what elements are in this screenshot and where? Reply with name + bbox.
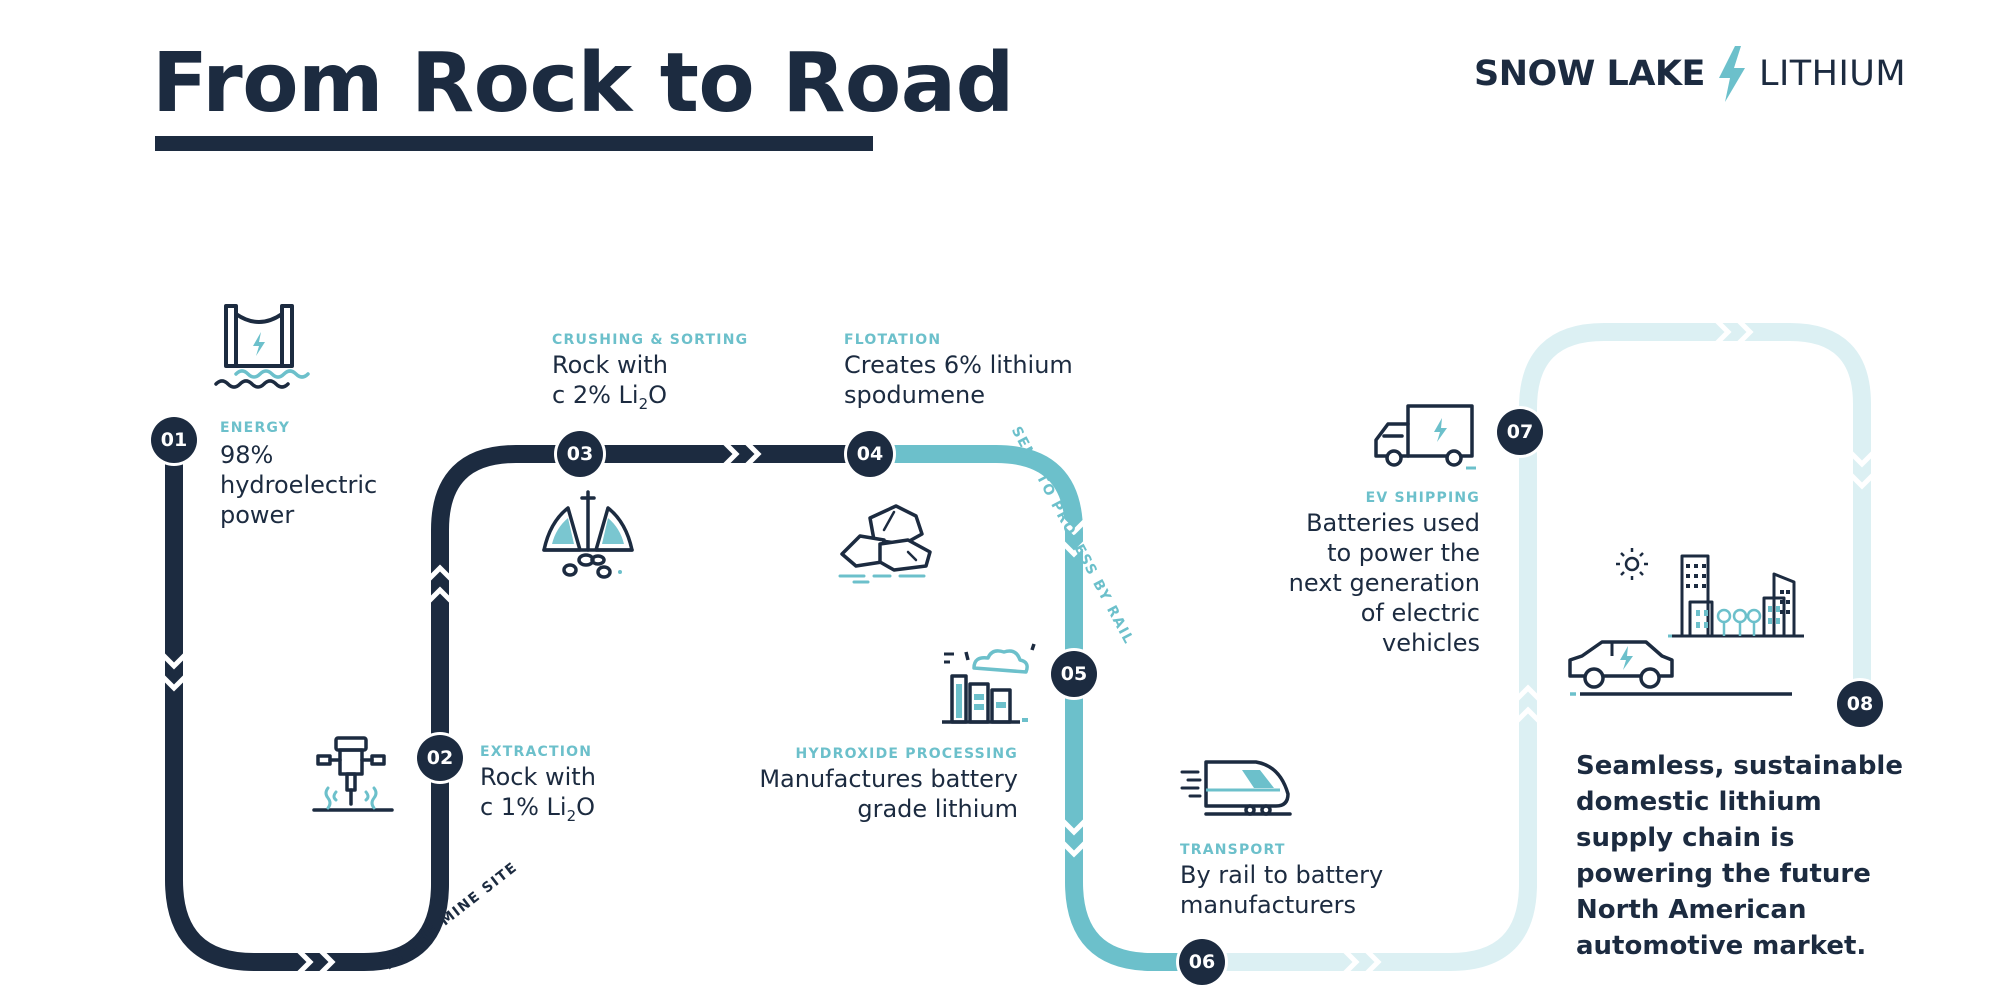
page-title: From Rock to Road — [152, 36, 1014, 131]
rocks-icon — [838, 504, 932, 584]
hydro-dam-icon — [214, 304, 310, 389]
step-06-label: TRANSPORT — [1180, 842, 1286, 858]
logo: SNOW LAKE LITHIUM — [1474, 44, 1906, 104]
step-07-description: Batteries used to power the next generat… — [1288, 509, 1480, 657]
step-07-badge: 07 — [1497, 409, 1543, 455]
title-underline — [155, 136, 873, 151]
train-icon — [1180, 760, 1292, 816]
city-ev-icon — [1568, 548, 1804, 696]
lightning-bolt-icon — [1718, 46, 1745, 102]
step-05-description: Manufactures battery grade lithium — [759, 765, 1018, 823]
crusher-icon — [542, 490, 634, 579]
step-02-badge: 02 — [417, 735, 463, 781]
step-08-badge: 08 — [1837, 681, 1883, 727]
step-01-label: ENERGY — [220, 420, 291, 436]
factory-icon — [942, 643, 1036, 724]
jackhammer-icon — [312, 736, 394, 812]
step-05-label: HYDROXIDE PROCESSING — [795, 746, 1018, 762]
step-04-description: Creates 6% lithium spodumene — [844, 351, 1073, 409]
step-03-description: Rock with c 2% Li2O — [552, 351, 668, 413]
logo-name-bold: SNOW LAKE — [1474, 54, 1705, 94]
route-chevrons — [160, 318, 1876, 976]
step-03-label: CRUSHING & SORTING — [552, 332, 749, 348]
step-02-label: EXTRACTION — [480, 744, 593, 760]
route-segment-mine — [165, 440, 870, 971]
step-04-badge: 04 — [847, 431, 893, 477]
delivery-truck-icon — [1374, 404, 1476, 470]
step-01-description: 98% hydroelectric power — [220, 441, 378, 529]
step-06-badge: 06 — [1179, 939, 1225, 985]
step-03-badge: 03 — [557, 431, 603, 477]
route-segment-processing — [861, 445, 1211, 971]
step-08-description: Seamless, sustainable domestic lithium s… — [1576, 751, 1903, 961]
step-04-label: FLOTATION — [844, 332, 942, 348]
logo-name-light: LITHIUM — [1758, 54, 1907, 94]
step-01-badge: 01 — [151, 417, 197, 463]
step-02-description: Rock with c 1% Li2O — [480, 763, 596, 825]
step-05-badge: 05 — [1051, 651, 1097, 697]
route-segment-ev — [1193, 323, 1871, 971]
step-07-label: EV SHIPPING — [1365, 490, 1480, 506]
step-06-description: By rail to battery manufacturers — [1180, 861, 1384, 919]
